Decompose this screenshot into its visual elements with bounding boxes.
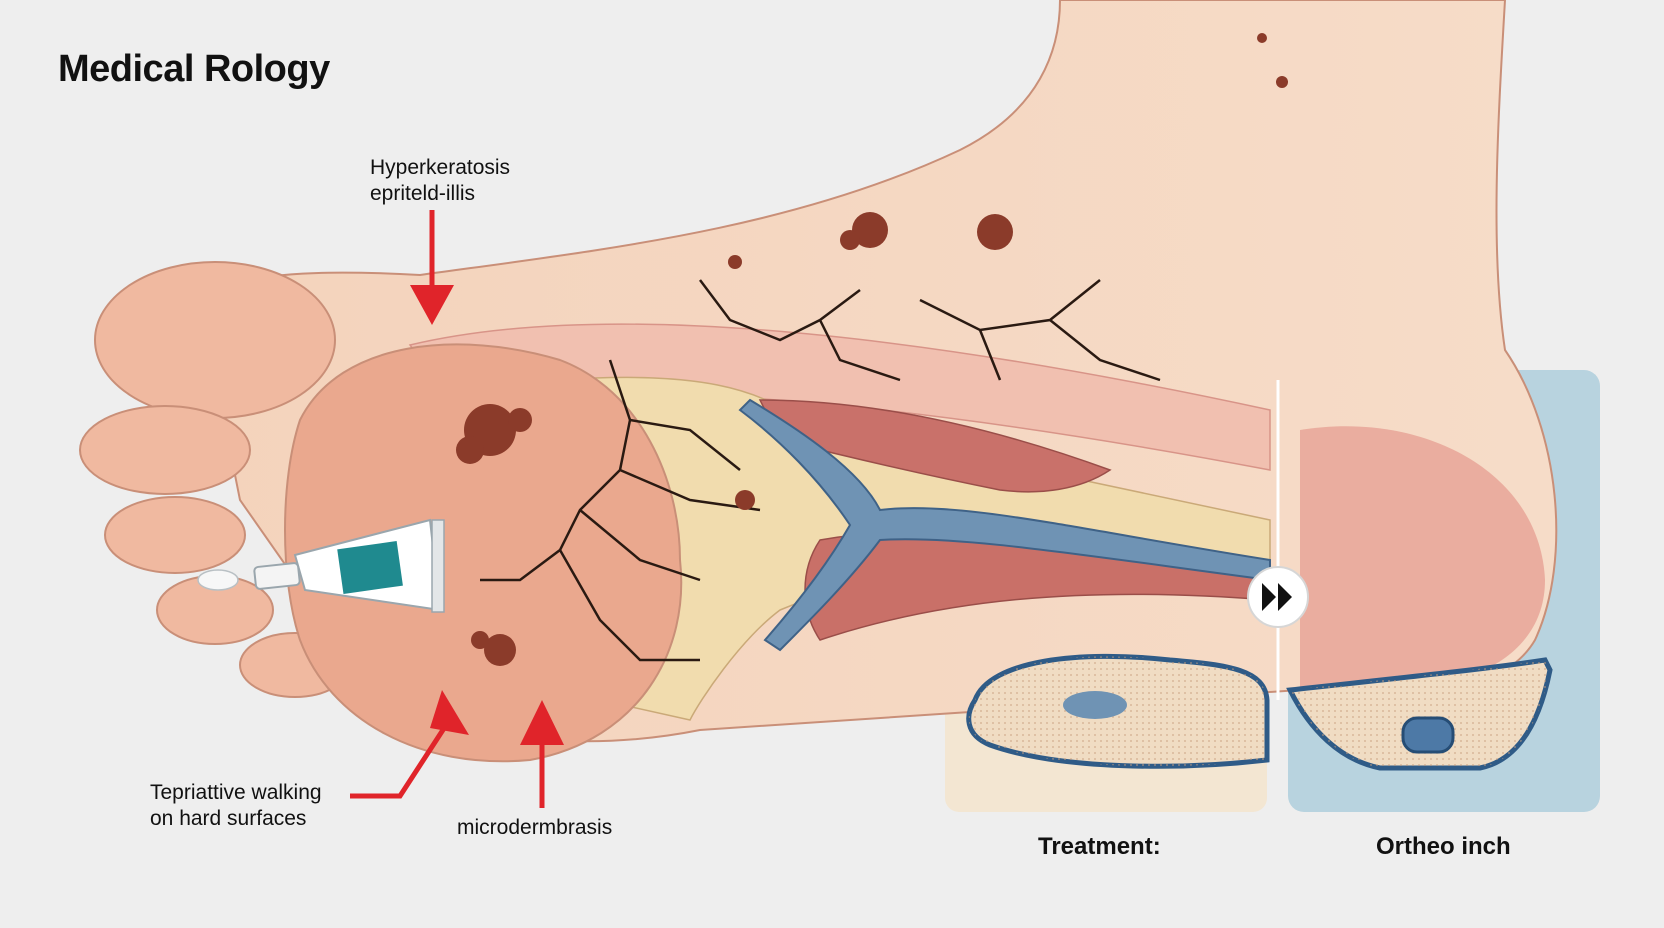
annotation-walking: Tepriattive walking on hard surfaces (150, 780, 322, 833)
ortho-caption: Ortheo inch (1376, 833, 1511, 860)
callus-cracks (480, 279, 1161, 662)
arrow-hyperkeratosis (410, 210, 454, 325)
vein (738, 398, 1271, 652)
ortho-insole-icon (1286, 657, 1553, 771)
heel (1300, 426, 1545, 690)
treatment-caption: Treatment: (1038, 833, 1161, 860)
arrow-microdermabrasis (520, 700, 564, 808)
skin-spots (456, 33, 1288, 666)
sole (284, 343, 683, 763)
cream-tube-icon (197, 518, 445, 613)
arrow-walking (350, 690, 469, 799)
page-title: Medical Rology (58, 48, 330, 90)
annotation-walking-line1: Tepriattive walking (150, 781, 322, 804)
muscle-upper (758, 399, 1112, 493)
fast-forward-button[interactable] (1247, 566, 1309, 628)
annotation-hyperkeratosis-line2: epriteld-illis (370, 182, 476, 206)
toe-2 (79, 405, 251, 495)
annotation-microdermabrasis: microdermbrasis (457, 816, 613, 839)
insole-icon (966, 653, 1270, 769)
annotation-hyperkeratosis: Hyperkeratosis epriteld-illis (370, 155, 510, 208)
annotation-walking-line2: on hard surfaces (150, 807, 307, 831)
toe-3 (104, 496, 246, 574)
annotation-hyperkeratosis-line1: Hyperkeratosis (370, 156, 511, 179)
big-toe (94, 261, 336, 419)
